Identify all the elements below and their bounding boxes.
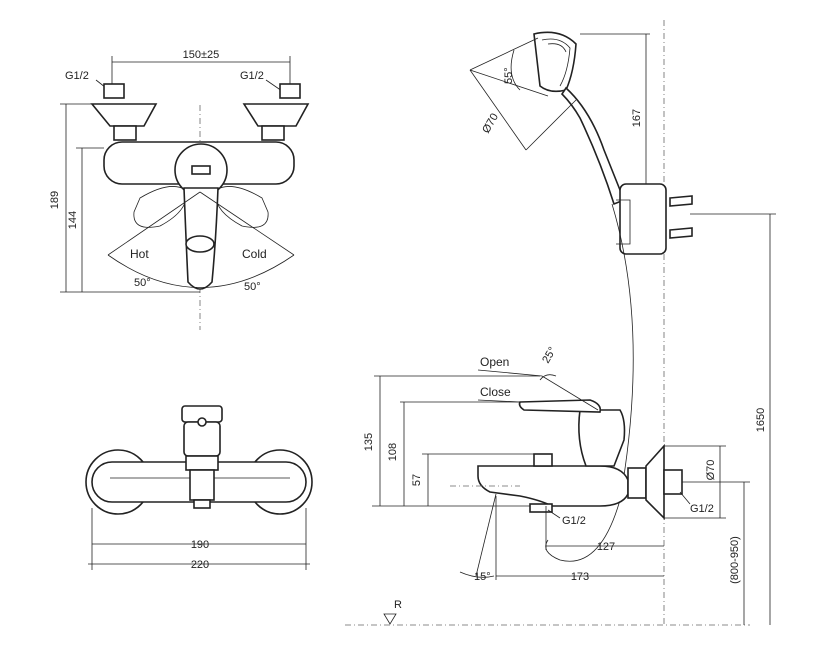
spout-top [189,469,215,501]
label-g12-right: G1/2 [240,70,264,82]
lever-closed [518,399,602,413]
lever-hot-ghost [133,186,187,228]
hand-shower: 55° Ø70 [469,31,626,206]
shower-hose [545,203,634,562]
cartridge-side [578,409,626,467]
label-173: 173 [571,571,589,583]
label-hot: Hot [130,247,149,261]
label-57: 57 [411,474,423,486]
wall-escutcheon [645,443,665,520]
label-127: 127 [597,541,615,553]
cartridge-marker [191,165,211,175]
union-right [261,125,285,141]
union-left [113,125,137,141]
label-167: 167 [631,109,643,127]
mixer-body-side [477,465,629,507]
wall-union [627,467,647,499]
holder-screw-top [669,195,693,207]
shower-handle [560,86,626,206]
cartridge-top [183,421,221,457]
label-angle-15: 15° [474,571,491,583]
label-108: 108 [387,443,399,461]
label-angle-right: 50° [244,281,261,293]
indicator-dot [197,417,207,427]
connector-nut-right [279,83,301,99]
label-220: 220 [191,559,209,571]
spout-outlet [529,503,553,513]
label-cold: Cold [242,247,267,261]
label-190: 190 [191,539,209,551]
lever-tip [185,235,215,253]
label-g12-side-bottom: G1/2 [562,515,586,527]
swing-arc [107,254,295,288]
label-range: (800-950) [729,536,741,584]
diverter-knob [533,453,553,467]
label-open: Open [480,355,509,369]
label-1650: 1650 [755,408,767,432]
escutcheon-right [242,103,310,127]
label-angle-25: 25° [540,345,559,365]
label-close: Close [480,385,511,399]
label-d70-wall: Ø70 [705,460,717,481]
escutcheon-left [90,103,158,127]
wall-nut [663,469,683,495]
holder-screw-bottom [669,227,693,239]
connector-nut-left [103,83,125,99]
label-top-width: 150±25 [183,49,220,61]
label-144: 144 [67,211,79,229]
floor-marker [383,613,397,625]
label-angle-left: 50° [134,277,151,289]
front-view: 150±25 G1/2 G1/2 Hot Cold 50° 50° [49,49,310,330]
shower-holder [619,183,667,255]
label-angle-55: 55° [503,67,515,84]
side-view: R 55° Ø70 167 1650 [345,20,776,626]
label-g12-left: G1/2 [65,70,89,82]
label-189: 189 [49,191,61,209]
label-g12-side-right: G1/2 [690,503,714,515]
top-view: 190 220 [85,405,313,571]
shower-head [533,31,577,93]
lever-open [541,375,599,411]
label-135: 135 [363,433,375,451]
label-d70-head: Ø70 [480,111,501,135]
lever-cold-ghost [215,186,269,228]
label-floor: R [394,599,402,611]
